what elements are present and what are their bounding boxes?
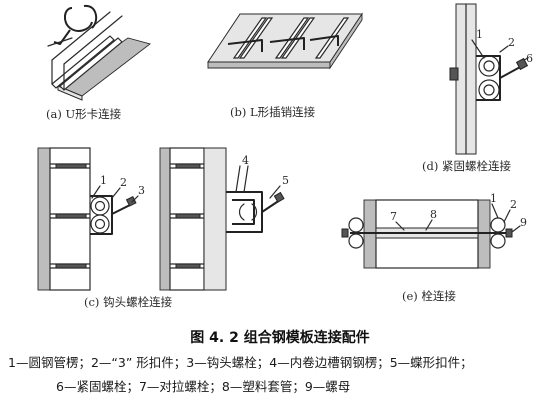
- panel-a-u-clip: [47, 4, 151, 101]
- panel-c-label-5: 5: [282, 174, 289, 187]
- panel-c-caption: (c) 钩头螺栓连接: [84, 295, 173, 309]
- panel-d-caption: (d) 紧固螺栓连接: [422, 159, 511, 173]
- panel-d-label-1: 1: [476, 28, 483, 41]
- panel-a-caption: (a) U形卡连接: [46, 107, 122, 121]
- panel-d-label-6: 6: [526, 52, 533, 65]
- panel-c-label-3: 3: [138, 184, 145, 197]
- panel-e-label-9: 9: [520, 216, 527, 229]
- legend-line-2: 6—紧固螺栓；7—对拉螺栓；8—塑料套管；9—螺母: [56, 379, 351, 394]
- panel-e-caption: (e) 栓连接: [402, 289, 456, 303]
- panel-b-caption: (b) L形插销连接: [230, 105, 316, 119]
- panel-e-label-8: 8: [430, 208, 437, 221]
- figure-title: 图 4. 2 组合钢模板连接配件: [190, 330, 370, 346]
- panel-c-label-2: 2: [120, 176, 127, 189]
- panel-e-label-1: 1: [490, 192, 497, 205]
- panel-e-label-7: 7: [390, 210, 397, 223]
- panel-e-bolt: [341, 199, 521, 269]
- panel-d-tightening-bolt: [449, 3, 529, 155]
- legend-line-1: 1—圆钢管楞；2—“3” 形扣件；3—钩头螺栓；4—内卷边槽钢钢楞；5—蝶形扣件…: [8, 355, 473, 370]
- panel-d-label-2: 2: [508, 36, 515, 49]
- panel-c-label-4: 4: [242, 154, 249, 167]
- panel-c-label-1: 1: [100, 174, 107, 187]
- panel-e-label-2: 2: [510, 198, 517, 211]
- panel-c-hook-bolt: [37, 147, 285, 291]
- panel-b-l-pin: [207, 12, 363, 70]
